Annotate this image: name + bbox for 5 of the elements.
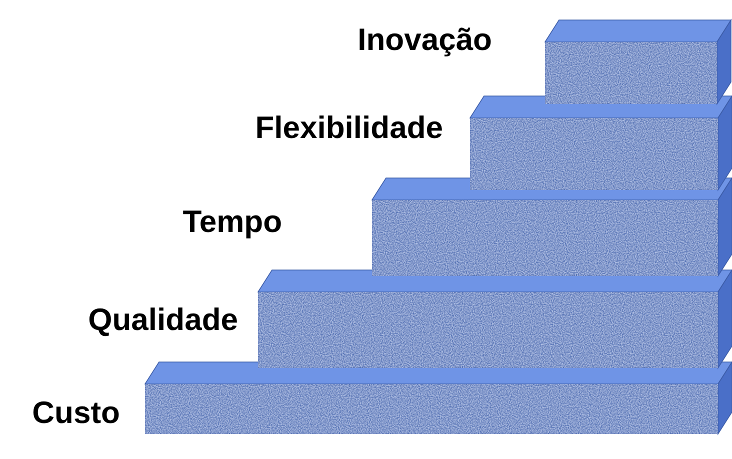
step-label: Inovação [358,22,492,58]
step-label: Custo [32,395,120,431]
step-label: Tempo [182,204,282,240]
step-label: Flexibilidade [255,110,443,146]
step-label: Qualidade [88,302,238,338]
